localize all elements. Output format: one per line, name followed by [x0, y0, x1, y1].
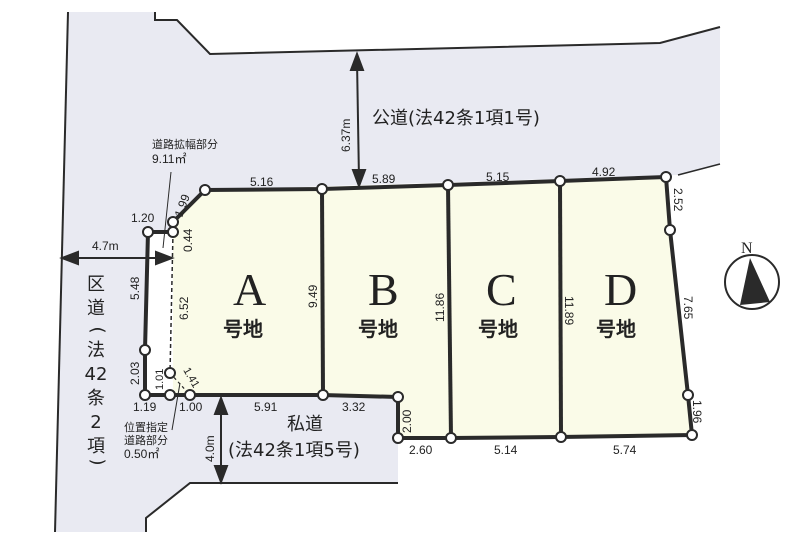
lot-d-letter: D: [604, 264, 637, 315]
designated-label-3: 0.50㎡: [124, 447, 159, 461]
designated-label-2: 道路部分: [124, 433, 168, 447]
svg-text:2: 2: [90, 412, 101, 433]
divider-cd: [558, 180, 563, 438]
private-road-label-1: 私道: [287, 414, 323, 435]
ward-road-left-edge: [54, 11, 69, 533]
svg-text:2.52: 2.52: [671, 188, 685, 212]
svg-text:0.44: 0.44: [181, 228, 195, 252]
ward-road-width-arrow: [59, 250, 175, 266]
lot-d-sub: 号地: [596, 317, 636, 341]
boundary-markers: [139, 171, 698, 444]
svg-text:11.89: 11.89: [562, 296, 576, 325]
widening-label-2: 9.11㎡: [152, 152, 186, 166]
svg-text:N: N: [741, 240, 753, 257]
public-road-width-label: 6.37m: [339, 119, 353, 152]
svg-text:1.00: 1.00: [179, 400, 203, 414]
svg-text:5.15: 5.15: [486, 170, 510, 184]
lot-a-sub: 号地: [223, 317, 263, 341]
svg-text:3.32: 3.32: [342, 400, 366, 414]
divider-ab: [320, 188, 325, 396]
svg-text:2.00: 2.00: [400, 409, 414, 433]
svg-text:1.96: 1.96: [690, 400, 704, 424]
svg-text:1.01: 1.01: [154, 369, 166, 390]
svg-text:1.19: 1.19: [133, 400, 157, 414]
widening-label-1: 道路拡幅部分: [152, 137, 218, 151]
private-road-label-2: (法42条1項5号): [228, 440, 360, 461]
svg-text:5.91: 5.91: [254, 400, 278, 414]
public-road-width-arrow: [349, 51, 367, 189]
lot-c-letter: C: [486, 264, 517, 315]
svg-text:項: 項: [87, 436, 105, 457]
svg-text:区: 区: [87, 274, 105, 295]
svg-text:1.20: 1.20: [131, 211, 155, 225]
designated-label-1: 位置指定: [124, 420, 168, 434]
svg-text:(: (: [87, 326, 108, 333]
ward-road-width-label: 4.7m: [92, 239, 119, 253]
widening-leader: [162, 171, 172, 249]
svg-text:4.92: 4.92: [592, 165, 616, 179]
public-road-top-edge: [154, 12, 721, 56]
svg-text:7.65: 7.65: [681, 296, 695, 320]
svg-text:2.60: 2.60: [409, 443, 433, 457]
divider-bc: [446, 184, 453, 439]
lot-a-letter: A: [233, 264, 266, 315]
svg-text:): ): [87, 458, 108, 465]
svg-text:11.86: 11.86: [433, 293, 447, 322]
svg-text:5.48: 5.48: [128, 276, 142, 300]
svg-text:2.03: 2.03: [128, 361, 142, 385]
private-road-width-label: 4.0m: [203, 435, 217, 462]
lot-c-sub: 号地: [478, 317, 518, 341]
svg-text:5.16: 5.16: [250, 175, 274, 189]
svg-text:9.49: 9.49: [306, 284, 320, 308]
lot-b-letter: B: [368, 264, 399, 315]
dimension-labels: 5.16 5.89 5.15 4.92 1.99 1.20 0.44 5.48 …: [128, 165, 704, 457]
svg-text:6.52: 6.52: [177, 296, 191, 320]
public-road-right-edge: [677, 163, 721, 176]
svg-text:5.89: 5.89: [372, 172, 396, 186]
public-road-label: 公道(法42条1項1号): [372, 108, 540, 129]
ward-road-label: 区 道 ( 法 42 条 2 項 ): [85, 274, 108, 466]
private-road-width-arrow: [213, 395, 229, 485]
lot-b-sub: 号地: [358, 317, 398, 341]
svg-text:条: 条: [87, 388, 105, 409]
designated-leader: [171, 382, 181, 431]
north-compass-icon: N: [724, 240, 780, 310]
svg-text:5.74: 5.74: [613, 443, 637, 457]
svg-text:道: 道: [87, 298, 105, 319]
svg-text:法: 法: [87, 340, 105, 361]
svg-text:5.14: 5.14: [494, 443, 518, 457]
private-road-bottom-edge: [145, 482, 398, 532]
svg-text:42: 42: [85, 364, 108, 385]
setback-dashed-line: [169, 231, 174, 374]
